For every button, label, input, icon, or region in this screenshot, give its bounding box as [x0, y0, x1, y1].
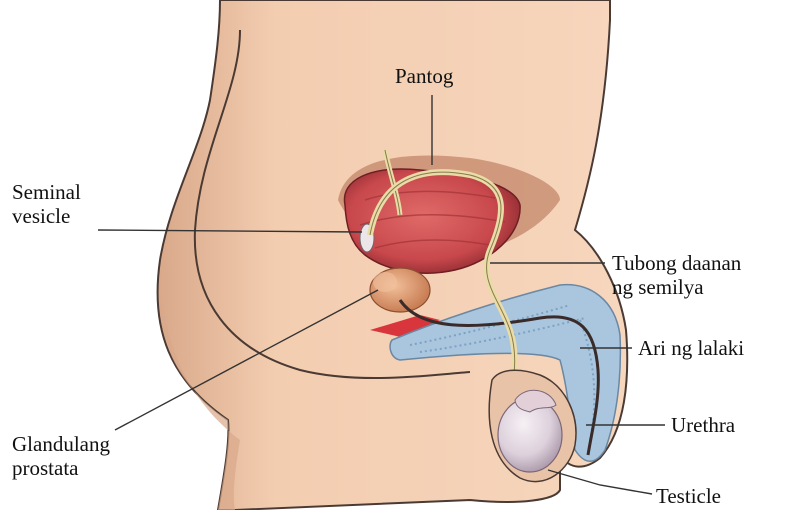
- label-testicle: Testicle: [656, 484, 721, 508]
- label-bladder: Pantog: [395, 64, 453, 88]
- label-vas-deferens-line2: ng semilya: [612, 275, 741, 299]
- label-prostate: Glandulang prostata: [12, 432, 110, 480]
- label-vas-deferens-line1: Tubong daanan: [612, 251, 741, 275]
- leader-testicle: [548, 470, 652, 494]
- label-penis: Ari ng lalaki: [638, 336, 744, 360]
- label-seminal-vesicle-line2: vesicle: [12, 204, 81, 228]
- label-urethra: Urethra: [671, 413, 735, 437]
- prostate-highlight: [373, 272, 397, 292]
- label-prostate-line1: Glandulang: [12, 432, 110, 456]
- label-seminal-vesicle: Seminal vesicle: [12, 180, 81, 228]
- label-prostate-line2: prostata: [12, 456, 110, 480]
- label-vas-deferens: Tubong daanan ng semilya: [612, 251, 741, 299]
- label-seminal-vesicle-line1: Seminal: [12, 180, 81, 204]
